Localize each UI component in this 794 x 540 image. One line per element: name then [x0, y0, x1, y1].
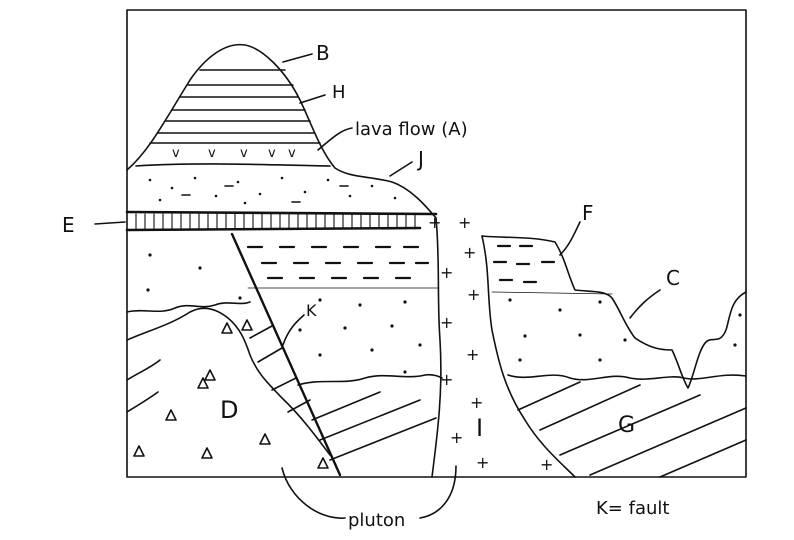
label-e: E — [62, 213, 75, 237]
label-d: D — [220, 396, 238, 424]
pluton-plus-marks: + + + + + + + + + + + + — [428, 213, 553, 474]
svg-text:+: + — [428, 213, 441, 232]
svg-text:+: + — [467, 285, 480, 304]
sandstone-dots-middle — [298, 298, 422, 374]
pluton-i-right-edge — [481, 235, 576, 478]
layer-e-hatch — [135, 213, 416, 230]
lava-flow-base — [135, 163, 331, 167]
svg-text:v: v — [268, 146, 276, 161]
d-tilted-bed-1 — [126, 359, 161, 381]
right-shale-base-contact — [491, 291, 613, 295]
svg-text:+: + — [440, 313, 453, 332]
label-k: K — [306, 301, 317, 320]
unconformity-left — [126, 301, 251, 313]
label-c: C — [666, 266, 680, 290]
right-surface — [481, 235, 747, 389]
label-pluton: pluton — [348, 510, 405, 531]
svg-text:+: + — [540, 455, 553, 474]
d-tilted-bed-2 — [126, 391, 159, 413]
tilted-beds-left — [249, 325, 311, 413]
svg-text:v: v — [240, 146, 248, 161]
label-lava-flow: lava flow (A) — [355, 119, 468, 140]
layer-h-lines — [157, 69, 315, 134]
svg-text:v: v — [172, 146, 180, 161]
svg-text:+: + — [458, 213, 471, 232]
unconformity-right — [507, 374, 747, 381]
mountain-outline — [126, 43, 437, 219]
sandstone-dots-left — [146, 253, 242, 300]
svg-text:+: + — [440, 263, 453, 282]
legend-fault: K= fault — [596, 498, 669, 519]
sandstone-dots-right — [508, 298, 742, 362]
svg-text:+: + — [463, 243, 476, 262]
label-j: J — [416, 147, 424, 171]
unconformity-middle — [297, 373, 443, 386]
layer-f-pattern — [492, 244, 556, 284]
svg-text:+: + — [470, 393, 483, 412]
label-h: H — [332, 82, 346, 103]
pluton-i-left-edge — [431, 217, 442, 478]
dashed-shale-pattern — [246, 245, 430, 280]
tilted-beds-g — [311, 381, 747, 478]
layer-j-pattern — [148, 176, 397, 205]
layer-e-base — [125, 226, 422, 232]
basement-d-outline — [126, 307, 331, 456]
layer-e-top — [125, 210, 438, 216]
label-g: G — [618, 413, 635, 438]
svg-text:+: + — [450, 428, 463, 447]
svg-text:v: v — [208, 146, 216, 161]
label-f: F — [582, 201, 594, 225]
section-frame — [126, 9, 747, 478]
label-i: I — [476, 414, 483, 442]
svg-text:+: + — [440, 370, 453, 389]
lava-flow-v-marks: v v v v v — [172, 146, 296, 161]
fault-k — [230, 232, 342, 477]
svg-text:+: + — [466, 345, 479, 364]
leader-lines — [94, 53, 661, 519]
d-triangle-pattern — [133, 319, 329, 469]
svg-text:+: + — [476, 453, 489, 472]
label-b: B — [316, 41, 330, 65]
svg-text:v: v — [288, 146, 296, 161]
